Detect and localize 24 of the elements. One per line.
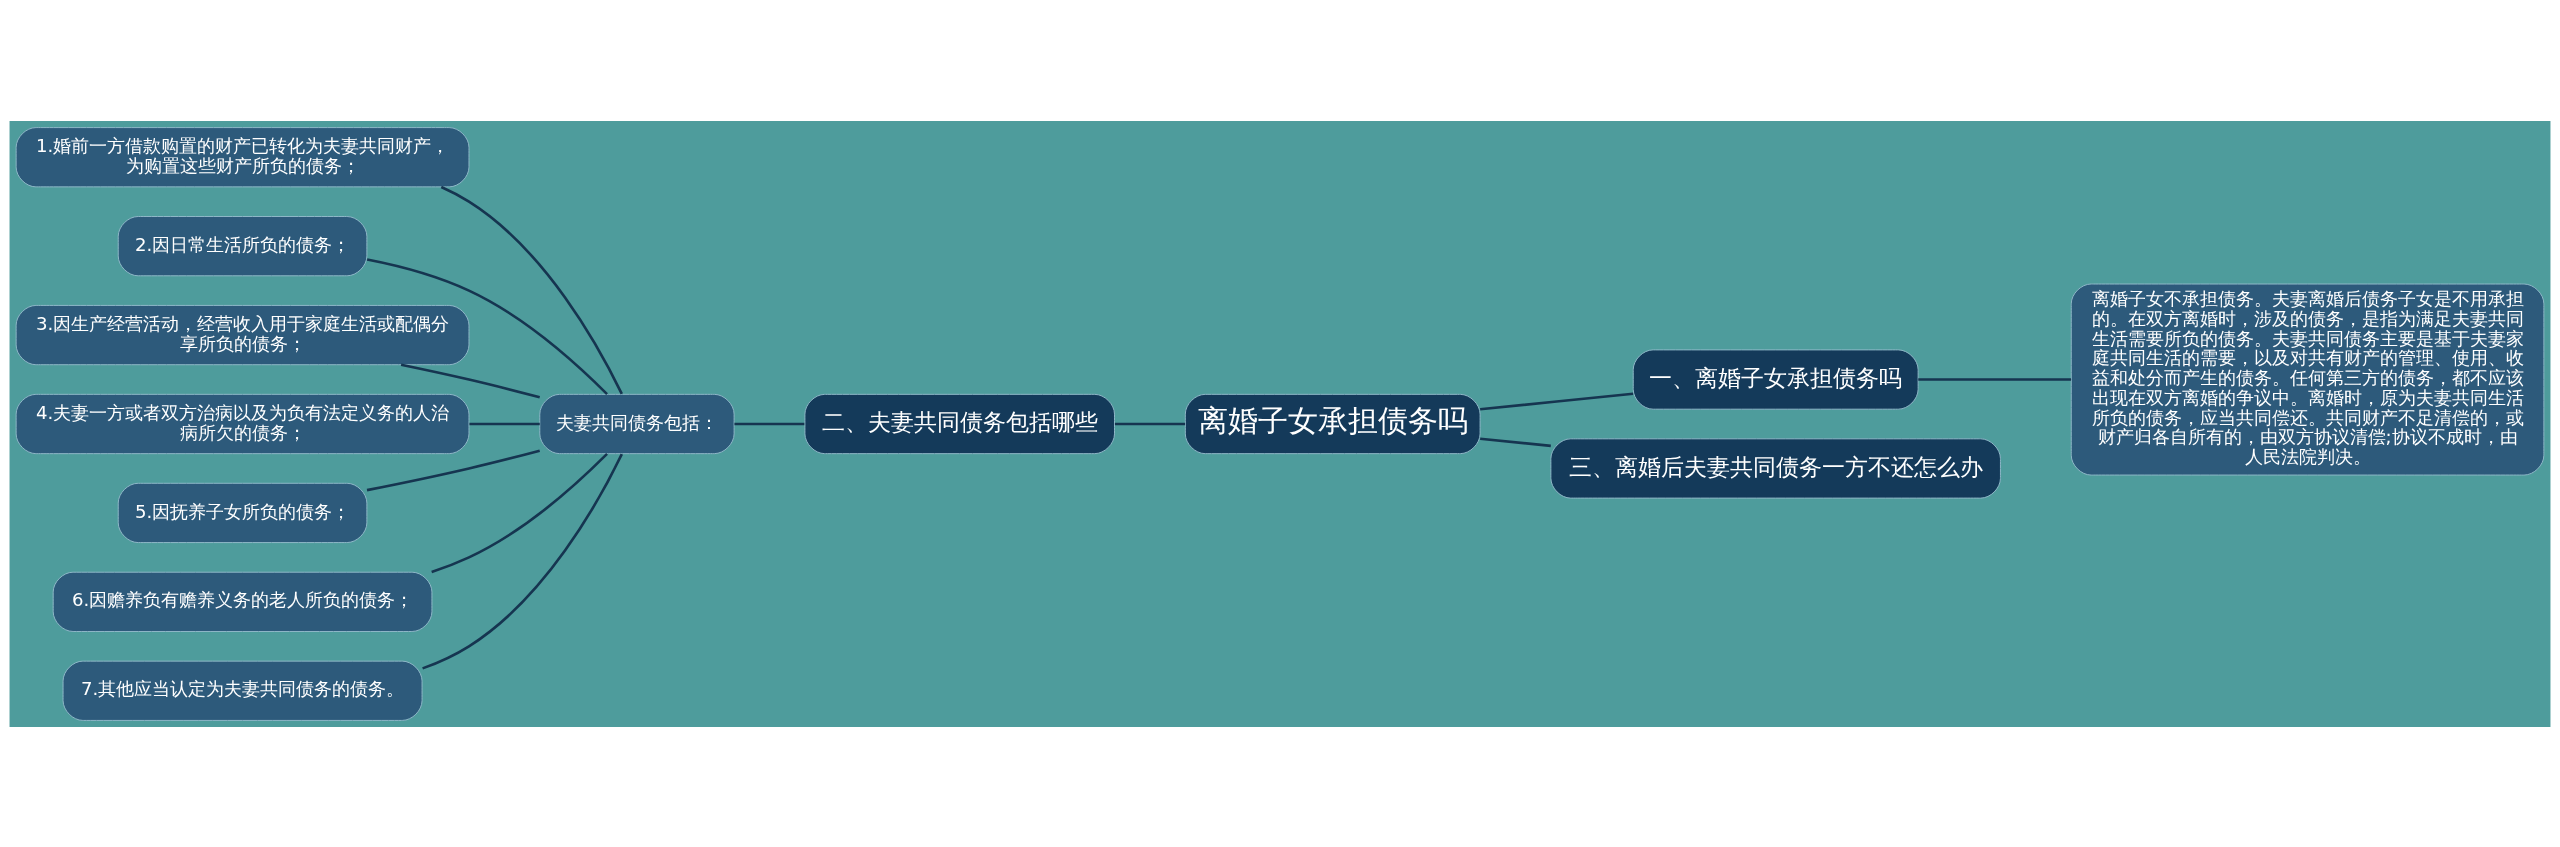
connector [440, 185, 623, 395]
connector [422, 452, 623, 670]
connector [431, 452, 608, 573]
node-box: 3.因生产经营活动，经营收入用于家庭生活或配偶分享所负的债务； [15, 304, 470, 365]
node-box: 6.因赡养负有赡养义务的老人所负的债务； [52, 571, 433, 632]
node-box: 2.因日常生活所负的债务； [117, 215, 368, 276]
node-box: 7.其他应当认定为夫妻共同债务的债务。 [62, 660, 423, 721]
node-box: 离婚子女不承担债务。夫妻离婚后债务子女是不用承担的。在双方离婚时，涉及的债务，是指为满足夫妻共同生活需要所负的债务。夫妻共同债务主要是基于夫妻家庭共同生活的需要，以及对共有财产的管理、使用、收益和处分而产生的债务。任何第三方的债务，都不应该出现在双方离婚的争议中。离婚时，原为夫妻共同生活所负的债务，应当共同偿还。共同财产不足清偿的，或财产归各自所有的，由双方协议清偿;协议不成时，由人民法院判决。 [2070, 283, 2545, 476]
node-box: 离婚子女承担债务吗 [1184, 393, 1481, 454]
connector [734, 422, 805, 425]
connector [366, 448, 541, 491]
connector [1480, 436, 1551, 447]
node-box: 1.婚前一方借款购置的财产已转化为夫妻共同财产，为购置这些财产所负的债务； [15, 126, 470, 187]
connector [1918, 377, 2071, 381]
connector [469, 422, 540, 425]
node-box: 4.夫妻一方或者双方治病以及为负有法定义务的人治病所欠的债务； [15, 393, 470, 454]
node-box: 5.因抚养子女所负的债务； [117, 482, 368, 543]
node-box: 夫妻共同债务包括： [539, 393, 735, 454]
node-box: 二、夫妻共同债务包括哪些 [804, 393, 1115, 454]
connector [366, 257, 608, 395]
node-box: 一、离婚子女承担债务吗 [1632, 348, 1919, 410]
connector [1114, 422, 1186, 425]
node-box: 三、离婚后夫妻共同债务一方不还怎么办 [1550, 437, 2001, 499]
connector [1480, 391, 1634, 411]
